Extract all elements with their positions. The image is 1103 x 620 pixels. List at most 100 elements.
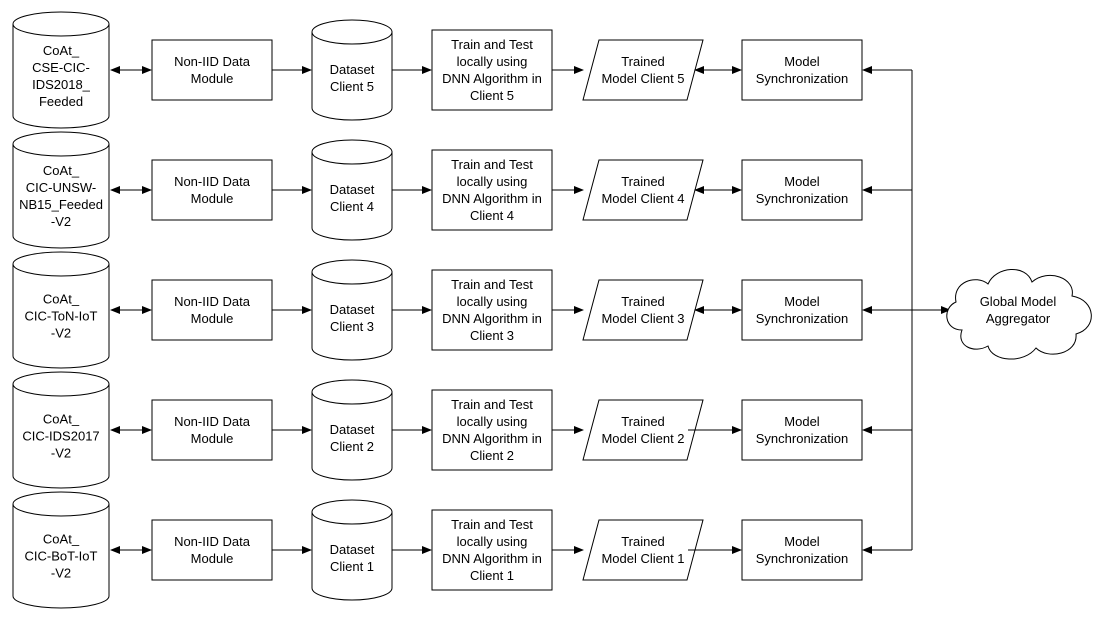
noniid-module-label-line: Non-IID Data [174,54,251,69]
client-dataset-label-line: Dataset [330,542,375,557]
train-test-label-line: locally using [457,174,528,189]
source-dataset-cylinder-top [12,131,110,157]
trained-model-label-line: Model Client 2 [601,431,684,446]
noniid-module-box [151,39,273,101]
source-dataset-cylinder-body [12,384,110,489]
global-aggregator-label-line: Aggregator [986,311,1051,326]
train-test-label-line: locally using [457,54,528,69]
noniid-module-label-line: Non-IID Data [174,294,251,309]
train-test-label-line: DNN Algorithm in [442,431,542,446]
noniid-module-label-line: Module [191,431,234,446]
client-dataset-cylinder-body [311,272,393,361]
source-dataset-label: CoAt_CSE-CIC-IDS2018_Feeded [32,43,91,109]
source-dataset-label-line: CoAt_ [43,292,80,307]
source-dataset-label-line: CSE-CIC- [32,60,90,75]
source-dataset-cylinder [12,131,110,249]
client-dataset-label-line: Client 1 [330,559,374,574]
train-test-label-line: Train and Test [451,397,533,412]
train-test-label-line: DNN Algorithm in [442,551,542,566]
client-dataset-cylinder-top [311,379,393,405]
trained-model-label-line: Model Client 1 [601,551,684,566]
trained-model-parallelogram [582,279,704,341]
train-test-label-line: locally using [457,534,528,549]
model-sync-box [741,399,863,461]
client-dataset-cylinder-body [311,32,393,121]
noniid-module-label-line: Module [191,311,234,326]
trained-model-label-line: Model Client 5 [601,71,684,86]
source-dataset-cylinder [12,251,110,369]
source-dataset-label-line: -V2 [51,446,71,461]
noniid-module-label-line: Module [191,71,234,86]
train-test-label-line: Train and Test [451,37,533,52]
train-test-label-line: DNN Algorithm in [442,191,542,206]
client-dataset-cylinder [311,499,393,601]
train-test-label-line: DNN Algorithm in [442,71,542,86]
source-dataset-label-line: Feeded [39,94,83,109]
model-sync-label-line: Model [784,534,820,549]
client-dataset-label-line: Dataset [330,182,375,197]
source-dataset-cylinder [12,371,110,489]
source-dataset-label-line: CoAt_ [43,532,80,547]
train-test-box [431,509,553,591]
train-test-label-line: Train and Test [451,157,533,172]
source-dataset-cylinder-body [12,24,110,129]
source-dataset-label: CoAt_CIC-BoT-IoT-V2 [25,532,98,581]
source-dataset-label-line: CIC-IDS2017 [22,429,99,444]
train-test-box [431,389,553,471]
trained-model-label-line: Trained [621,414,665,429]
trained-model-parallelogram [582,399,704,461]
model-sync-label-line: Synchronization [756,191,849,206]
source-dataset-cylinder-top [12,11,110,37]
client-dataset-cylinder-body [311,512,393,601]
source-dataset-cylinder-top [12,251,110,277]
train-test-box [431,149,553,231]
trained-model-parallelogram [582,159,704,221]
client-dataset-label-line: Client 2 [330,439,374,454]
client-dataset-cylinder [311,259,393,361]
train-test-label-line: Client 2 [470,448,514,463]
model-sync-box [741,159,863,221]
trained-model-label-line: Model Client 4 [601,191,684,206]
source-dataset-cylinder-top [12,491,110,517]
noniid-module-label-line: Non-IID Data [174,414,251,429]
train-test-label-line: DNN Algorithm in [442,311,542,326]
client-dataset-cylinder-top [311,139,393,165]
client-dataset-cylinder [311,139,393,241]
train-test-label-line: Client 4 [470,208,514,223]
source-dataset-label-line: -V2 [51,326,71,341]
source-dataset-cylinder-body [12,144,110,249]
train-test-label-line: locally using [457,414,528,429]
model-sync-box [741,519,863,581]
source-dataset-cylinder-body [12,264,110,369]
client-dataset-label-line: Dataset [330,422,375,437]
noniid-module-box [151,399,273,461]
client-dataset-label-line: Client 5 [330,79,374,94]
train-test-label-line: Train and Test [451,517,533,532]
source-dataset-label-line: NB15_Feeded [19,197,103,212]
train-test-label-line: locally using [457,294,528,309]
noniid-module-label-line: Non-IID Data [174,174,251,189]
source-dataset-label-line: -V2 [51,214,71,229]
model-sync-box [741,279,863,341]
client-dataset-cylinder-top [311,499,393,525]
trained-model-parallelogram [582,39,704,101]
